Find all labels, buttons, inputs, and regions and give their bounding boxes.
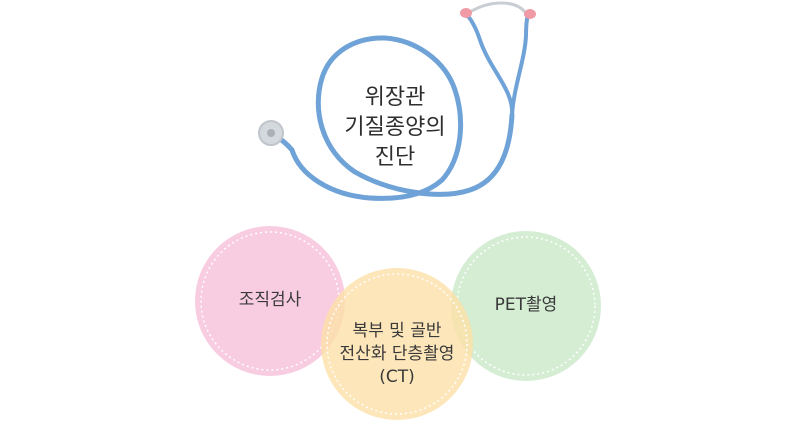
circle-ct <box>321 268 473 420</box>
method-biopsy: 조직검사 <box>205 289 335 312</box>
stethoscope-right-arm <box>510 12 530 117</box>
circle-pet <box>451 231 601 381</box>
headset-spring <box>468 1 527 14</box>
title-line-3: 진단 <box>374 145 416 170</box>
method-circles <box>195 226 601 420</box>
stethoscope-tube <box>289 35 515 201</box>
stethoscope-left-arm <box>464 12 515 117</box>
method-pet-label: PET촬영 <box>494 295 558 315</box>
method-ct-line-2: 전산화 단층촬영 <box>339 344 455 364</box>
title-line-2: 기질종양의 <box>344 115 446 140</box>
circle-biopsy <box>195 226 345 376</box>
method-ct: 복부 및 골반 전산화 단층촬영 (CT) <box>322 320 472 389</box>
chestpiece-center <box>267 129 275 137</box>
earpiece-right-icon <box>524 9 536 19</box>
method-ct-line-1: 복부 및 골반 <box>352 321 442 341</box>
method-ct-line-3: (CT) <box>379 367 415 387</box>
circle-ct-ring <box>326 273 468 415</box>
method-pet: PET촬영 <box>461 294 591 317</box>
earpiece-left-icon <box>460 8 472 18</box>
stethoscope-icon <box>258 1 536 201</box>
title-line-1: 위장관 <box>364 85 426 110</box>
diagram-title: 위장관 기질종양의 진단 <box>315 83 475 173</box>
method-biopsy-label: 조직검사 <box>238 290 302 310</box>
